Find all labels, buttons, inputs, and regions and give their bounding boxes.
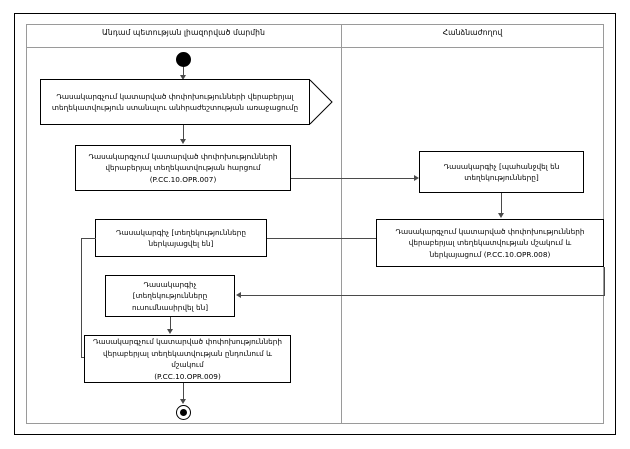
node-receive-process-line-1: Դասակարգչում կատարված փոփոխությունների (92, 337, 283, 346)
flow-request-to-state-requested (291, 178, 416, 179)
node-process-present-line-3: ներկայացում (P.CC.10.OPR.008) (429, 249, 551, 259)
node-request-info[interactable]: Դասակարգչում կատարված փոփոխությունների վ… (75, 145, 291, 191)
node-accept-event-line-2: տեղեկատվություն ստանալու անհրաժեշտության… (51, 103, 299, 112)
node-state-studied-line-3: ուսումնասիրվել են] (131, 302, 209, 312)
node-state-presented[interactable]: Դասակարգիչ [տեղեկությունները ներկայացվել… (95, 219, 267, 257)
arrowhead-down-icon (167, 329, 173, 334)
node-process-present-line-1: Դասակարգչում կատարված փոփոխությունների (395, 226, 585, 236)
arrowhead-down-icon (498, 213, 504, 218)
diagram-outer-frame (14, 13, 616, 435)
arrowhead-down-icon (180, 139, 186, 144)
initial-node (176, 52, 191, 67)
swimlane-title-right: Հանձնաժողով (442, 28, 503, 37)
node-state-requested[interactable]: Դասակարգիչ [պահանջվել են տեղեկություններ… (419, 151, 584, 193)
swimlane-title-left: Անդամ պետության լիազորված մարմին (101, 28, 266, 37)
node-state-requested-line-1: Դասակարգիչ [պահանջվել են (443, 161, 560, 171)
node-accept-event-line-1: Դասակարգչում կատարված փոփոխությունների վ… (56, 91, 294, 101)
final-node (176, 405, 191, 420)
node-request-info-line-2: վերաբերյալ տեղեկատվության հարցում (105, 163, 261, 173)
flow-start-to-accept (183, 67, 184, 77)
node-state-requested-line-2: տեղեկությունները] (464, 173, 539, 182)
arrowhead-down-icon (180, 75, 186, 80)
node-receive-process-line-2: վերաբերյալ տեղեկատվության ընդունում և մշ… (102, 348, 273, 370)
flow-receive-to-end (183, 383, 184, 401)
node-state-presented-line-2: ներկայացվել են] (148, 239, 214, 248)
flow-process-down-right (604, 267, 605, 295)
swimlane-divider (341, 24, 342, 424)
node-accept-event[interactable]: Դասակարգչում կատարված փոփոխությունների վ… (40, 79, 310, 125)
node-process-present-line-2: վերաբերյալ տեղեկատվության մշակում և (408, 238, 572, 248)
node-receive-process-line-3: (P.CC.10.OPR.009) (154, 371, 221, 381)
arrowhead-right-icon (414, 175, 419, 181)
flow-accept-to-request (183, 125, 184, 140)
flow-process-to-state-presented (266, 238, 376, 239)
node-state-studied-line-1: Դասակարգիչ (143, 279, 197, 289)
flow-to-state-studied (240, 295, 605, 296)
flow-state-requested-to-process (501, 193, 502, 215)
node-process-present[interactable]: Դասակարգչում կատարված փոփոխությունների վ… (376, 219, 604, 267)
accept-event-signal-notch-icon (309, 79, 333, 125)
swimlane-header-row (26, 24, 604, 48)
flow-state-studied-to-receive (170, 317, 171, 331)
node-state-studied-line-2: [տեղեկությունները (132, 291, 208, 301)
node-state-studied[interactable]: Դասակարգիչ [տեղեկությունները ուսումնասիր… (105, 275, 235, 317)
flow-state-presented-to-rail (81, 238, 96, 239)
arrowhead-down-icon (180, 399, 186, 404)
node-request-info-line-1: Դասակարգչում կատարված փոփոխությունների (88, 151, 278, 161)
node-state-presented-line-1: Դասակարգիչ [տեղեկությունները (116, 227, 246, 237)
flow-rail-vertical-left (81, 238, 82, 357)
node-receive-process[interactable]: Դասակարգչում կատարված փոփոխությունների վ… (84, 335, 291, 383)
arrowhead-left-icon (236, 292, 241, 298)
node-request-info-line-3: (P.CC.10.OPR.007) (149, 174, 217, 184)
